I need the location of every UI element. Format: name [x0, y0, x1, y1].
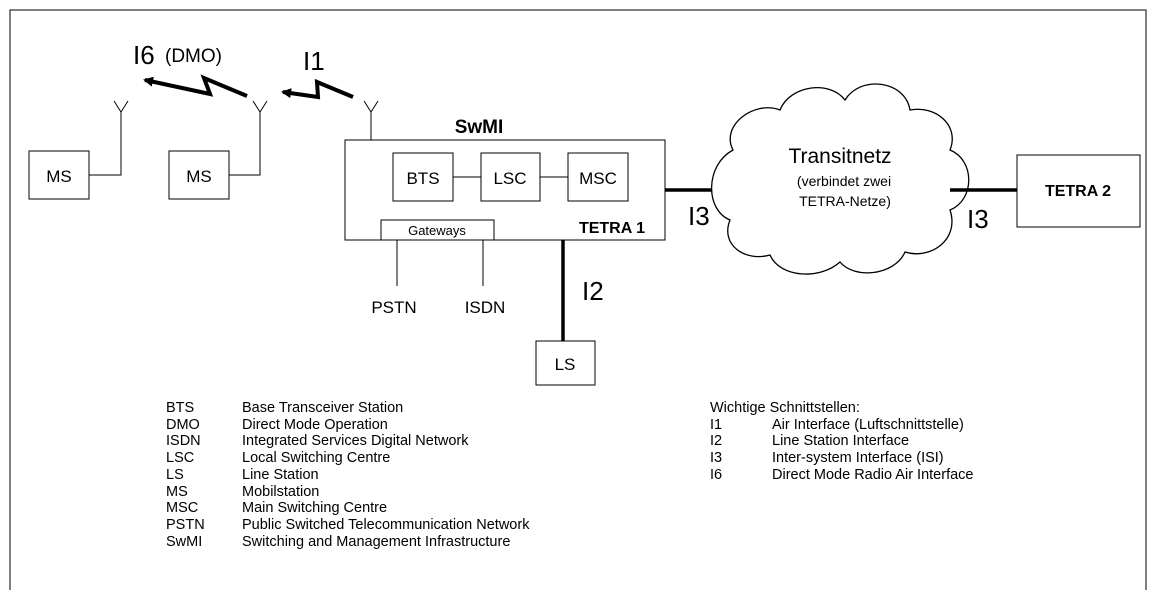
legend-abbreviation: I2	[710, 433, 723, 450]
legend-abbreviation: MS	[166, 483, 188, 500]
interface-label-i3-right: I3	[967, 204, 989, 234]
antenna-icon-2	[252, 100, 268, 113]
pstn-label: PSTN	[371, 298, 416, 317]
ms-box-1	[28, 150, 90, 200]
legend-abbreviation: I3	[710, 450, 723, 467]
legend-description: Air Interface (Luftschnittstelle)	[772, 416, 964, 433]
legend-abbreviation: SwMI	[166, 533, 203, 550]
bts-box	[392, 152, 454, 202]
legend-row: I2 Line Station Interface	[710, 433, 973, 450]
frame-border	[9, 9, 1147, 590]
interfaces-legend-list: I1 Air Interface (Luftschnittstelle) I2 Lin…	[710, 417, 973, 484]
legend-abbreviation: BTS	[166, 400, 195, 416]
ms-label-2: MS	[186, 167, 212, 186]
legend-row: I1 Air Interface (Luftschnittstelle)	[710, 417, 973, 434]
legend-row: I3 Inter-system Interface (ISI)	[710, 450, 973, 467]
transit-subtitle-1: (verbindet zwei	[797, 173, 891, 189]
interface-label-i3-left: I3	[688, 201, 710, 231]
legend-row: ISDN Integrated Services Digital Network	[166, 433, 529, 450]
legend-description: Switching and Management Infrastructure	[242, 533, 511, 550]
interfaces-legend: Wichtige Schnittstellen: I1 Air Interface…	[710, 400, 973, 484]
radio-link-i1	[281, 78, 354, 100]
isdn-label: ISDN	[465, 298, 506, 317]
legend-abbreviation: ISDN	[166, 433, 201, 450]
legend-row: MSC Main Switching Centre	[166, 500, 529, 517]
ms2-antenna-line	[229, 112, 261, 176]
legend-row: LS Line Station	[166, 467, 529, 484]
legend-description: Mobilstation	[242, 483, 320, 500]
legend-description: Local Switching Centre	[242, 450, 391, 467]
gateways-box	[380, 219, 495, 241]
transit-title: Transitnetz	[788, 145, 891, 168]
legend-row: DMO Direct Mode Operation	[166, 417, 529, 434]
tetra2-box	[1016, 154, 1141, 228]
transit-subtitle-2: TETRA-Netze)	[799, 193, 891, 209]
legend-row: PSTN Public Switched Telecommunication Ne…	[166, 517, 529, 534]
legend-abbreviation: DMO	[166, 416, 200, 433]
legend-description: Main Switching Centre	[242, 500, 388, 517]
ls-box	[535, 340, 596, 386]
tetra1-label: TETRA 1	[579, 220, 645, 237]
radio-link-i6	[143, 74, 248, 98]
ms-box-2	[168, 150, 230, 200]
msc-label: MSC	[579, 169, 617, 188]
ls-label: LS	[555, 355, 576, 374]
legend-description: Line Station	[242, 466, 319, 483]
interface-label-i1: I1	[303, 46, 325, 76]
ms1-antenna-line	[89, 112, 122, 176]
legend-description: Direct Mode Radio Air Interface	[772, 466, 974, 483]
lsc-box	[480, 152, 541, 202]
legend-abbreviation: I1	[710, 416, 723, 433]
legend-description: Direct Mode Operation	[242, 416, 388, 433]
interface-note-dmo: (DMO)	[165, 46, 222, 67]
interface-label-i2: I2	[582, 276, 604, 306]
legend-abbreviation: MSC	[166, 500, 199, 517]
antenna-icon-bts	[363, 100, 379, 113]
legend-row: BTS Base Transceiver Station	[166, 400, 529, 417]
bts-label: BTS	[406, 169, 439, 188]
legend-description: Line Station Interface	[772, 433, 910, 450]
legend-row: LSC Local Switching Centre	[166, 450, 529, 467]
legend-abbreviation: LS	[166, 466, 184, 483]
legend-description: Base Transceiver Station	[242, 400, 404, 416]
lsc-label: LSC	[493, 169, 526, 188]
legend-abbreviation: PSTN	[166, 516, 205, 533]
msc-box	[567, 152, 629, 202]
legend-description: Integrated Services Digital Network	[242, 433, 469, 450]
legend-row: I6 Direct Mode Radio Air Interface	[710, 467, 973, 484]
legend-abbreviation: LSC	[166, 450, 195, 467]
legend-abbreviation: I6	[710, 466, 723, 483]
legend-description: Public Switched Telecommunication Networ…	[242, 516, 530, 533]
legend-row: MS Mobilstation	[166, 484, 529, 501]
ms-label-1: MS	[46, 167, 72, 186]
transit-cloud	[711, 83, 970, 275]
interfaces-legend-title: Wichtige Schnittstellen:	[710, 400, 860, 416]
legend-description: Inter-system Interface (ISI)	[772, 450, 944, 467]
legend-row: SwMI Switching and Management Infrastruct…	[166, 534, 529, 551]
tetra2-label: TETRA 2	[1045, 183, 1111, 200]
antenna-icon-1	[113, 100, 129, 113]
swmi-label: SwMI	[455, 117, 504, 138]
interface-label-i6: I6	[133, 40, 155, 70]
gateways-label: Gateways	[408, 223, 466, 238]
